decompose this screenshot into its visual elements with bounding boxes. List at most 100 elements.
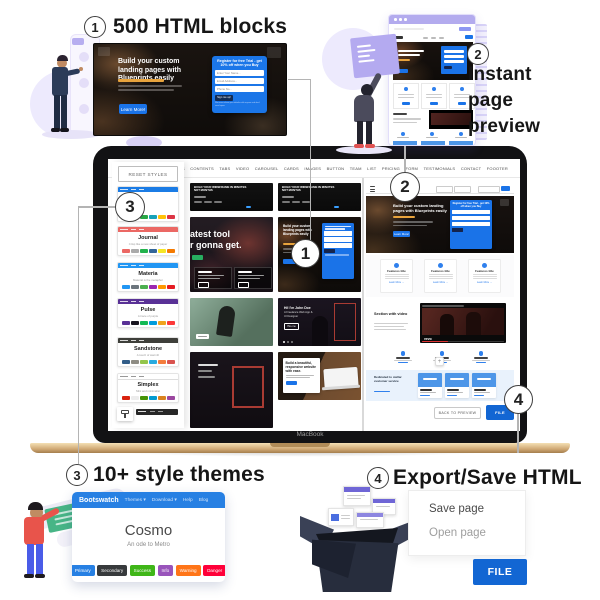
tab-team[interactable]: TEAM [349, 166, 362, 171]
browser-preview-mockup [388, 14, 476, 146]
block-wireframe-1[interactable]: BUILD YOUR WIREFRAME IN MINUTES NOT MONT… [190, 183, 273, 211]
preview-search-input[interactable] [478, 186, 500, 193]
theme-card-journal[interactable]: Journal Crisp like a new sheet of paper [117, 226, 179, 256]
theme-card-simplex[interactable]: Simplex Mini and minimalist [117, 373, 179, 403]
pricing-tile [418, 373, 442, 398]
man-body [52, 67, 68, 96]
file-menu-button[interactable]: FILE [473, 559, 527, 585]
connector-line-1a [288, 78, 311, 80]
preview-hero-section: Build your custom landing pages with Blu… [366, 196, 514, 253]
bootswatch-danger-button[interactable]: Danger [203, 565, 225, 576]
bootswatch-primary-button[interactable]: Primary [72, 565, 95, 576]
bootswatch-navbar: Bootswatch Themes ▾ Download ▾ Help Blog [72, 492, 225, 508]
save-page-item[interactable]: Save page [429, 503, 484, 515]
man-hair [56, 55, 68, 61]
mini-cards-row [393, 83, 475, 109]
feature-card: Features title Learn More → [424, 259, 457, 293]
bootswatch-menu-help[interactable]: Help [182, 497, 193, 503]
learn-more-button[interactable]: Learn More! [119, 104, 147, 114]
feature-2-title-line1: Instant [468, 64, 532, 85]
feature-2-title-line3: preview [468, 116, 541, 137]
bootswatch-menu-blog[interactable]: Blog [198, 497, 209, 503]
person-body [354, 95, 374, 122]
block-john-doe[interactable]: Hi! I'm John Doe A Freelance Web App & U… [278, 298, 361, 346]
form-note: We never share your details with anyone … [215, 102, 260, 107]
bootswatch-menu-themes[interactable]: Themes ▾ [124, 497, 146, 503]
theme-card-pulse[interactable]: Pulse A trace of purple [117, 298, 179, 328]
open-page-item[interactable]: Open page [429, 527, 486, 539]
macbook-label: MacBook [296, 431, 324, 438]
reset-styles-button[interactable]: RESET STYLES [118, 166, 178, 182]
feature-1-number-badge: 1 [84, 16, 106, 38]
tab-testimonials[interactable]: TESTIMONIALS [423, 166, 456, 171]
tab-images[interactable]: IMAGES [304, 166, 322, 171]
hire-me-button[interactable]: Hire me [284, 323, 299, 330]
block-wireframe-2[interactable]: BUILD YOUR WIREFRAME IN MINUTES NOT MONT… [278, 183, 361, 211]
theme-card-materia[interactable]: Materia Material is the metaphor [117, 262, 179, 292]
mini-hero [393, 42, 473, 80]
tab-contents[interactable]: CONTENTS [190, 166, 214, 171]
feature-icon [482, 262, 487, 268]
bootswatch-secondary-button[interactable]: Secondary [97, 565, 128, 576]
export-page-card [328, 508, 354, 526]
file-menu-dropdown: Save page Open page [408, 490, 526, 556]
feature-icon [400, 351, 406, 356]
tab-list[interactable]: LIST [367, 166, 377, 171]
preview-video-section: Section with video vevo [366, 300, 514, 347]
block-responsive-website[interactable]: Build a beautiful, responsive website wi… [278, 352, 361, 400]
mini-video-row [393, 110, 473, 130]
export-page-card [372, 498, 396, 515]
bootswatch-brand[interactable]: Bootswatch [79, 496, 119, 504]
feature-4-title: Export/Save HTML [393, 466, 582, 489]
signup-button[interactable]: Sign me up! [215, 94, 233, 101]
phone-field[interactable]: Phone No... [215, 86, 264, 93]
theme-card-sandstone[interactable]: Sandstone A touch of warmth [117, 337, 179, 367]
bootswatch-info-button[interactable]: Info [157, 565, 174, 576]
camera-icon [98, 47, 110, 56]
feature-card: Features title Learn More → [380, 259, 413, 293]
feature-icon [394, 262, 399, 268]
feature-icon [478, 351, 484, 356]
form-title: Register for free Trial - get 10% off wh… [217, 59, 262, 68]
bootswatch-success-button[interactable]: Success [129, 565, 155, 576]
bootswatch-warning-button[interactable]: Warning [175, 565, 201, 576]
preview-search-button[interactable] [501, 186, 510, 191]
tab-contact[interactable]: CONTACT [460, 166, 482, 171]
video-player[interactable]: vevo [420, 303, 506, 343]
hero-block-sample: Build your custom landing pages with Blu… [93, 43, 287, 136]
mini-icons-row [393, 132, 473, 139]
mini-navbar [393, 35, 473, 40]
add-block-button[interactable]: + [435, 357, 444, 366]
tab-form[interactable]: FORM [405, 166, 419, 171]
block-dark-frame[interactable] [190, 352, 273, 428]
tablet [350, 33, 400, 79]
tab-pricing[interactable]: PRICING [381, 166, 400, 171]
panel-scrollbar[interactable] [362, 178, 364, 431]
video-brand: vevo [424, 336, 432, 341]
preview-navbar [366, 183, 514, 194]
tab-carousel[interactable]: CAROUSEL [254, 166, 279, 171]
bootswatch-menu-download[interactable]: Download ▾ [151, 497, 177, 503]
block-photo-court[interactable] [190, 298, 273, 346]
app-screen: HEADERS CONTENTS TABS VIDEO CAROUSEL CAR… [108, 159, 520, 431]
feature-4-number-badge: 4 [367, 467, 389, 489]
email-field[interactable]: Email Address... [215, 78, 264, 85]
tab-footer[interactable]: FOOOTER [486, 166, 508, 171]
preview-pricing-section: Dedicated to stellar customer service [366, 370, 514, 401]
name-field[interactable]: Enter Your Name... [215, 70, 264, 76]
macbook-notch [270, 443, 330, 447]
macbook-base [30, 443, 570, 453]
theme-tool-chip[interactable] [117, 407, 133, 421]
tab-video[interactable]: VIDEO [235, 166, 250, 171]
tab-tabs[interactable]: TABS [219, 166, 231, 171]
tab-button[interactable]: BUTTON [326, 166, 345, 171]
back-to-preview-button[interactable]: BACK TO PREVIEW [434, 407, 481, 419]
macbook: HEADERS CONTENTS TABS VIDEO CAROUSEL CAR… [93, 146, 527, 443]
person-head [361, 84, 373, 96]
tab-cards[interactable]: CARDS [283, 166, 299, 171]
bootswatch-theme-subtitle: An ode to Metro [127, 542, 170, 548]
feature-2-number-badge: 2 [467, 43, 489, 65]
preview-features-section: Features title Learn More → Features tit… [366, 255, 514, 297]
